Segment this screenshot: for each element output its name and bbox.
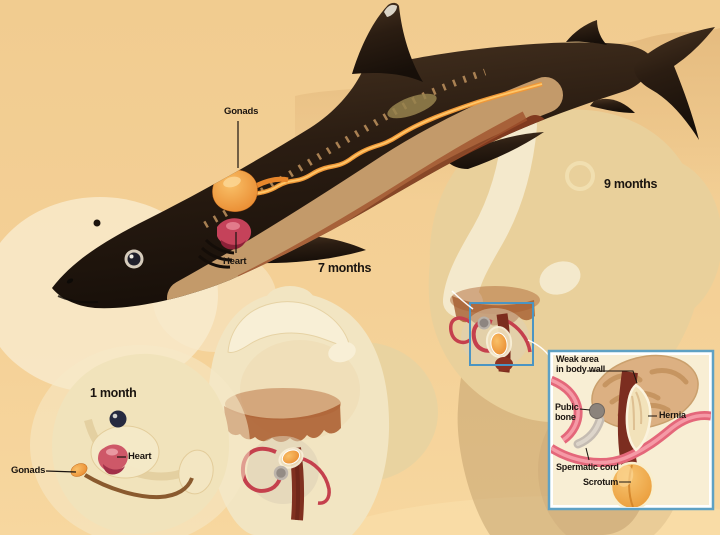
eye-glint bbox=[129, 254, 134, 259]
body-wall-upper-core bbox=[551, 378, 580, 442]
embryo-gonads-label: Gonads bbox=[11, 465, 46, 476]
pubic-bone bbox=[477, 316, 491, 330]
cord-right bbox=[299, 456, 331, 505]
figure-body-extension bbox=[598, 158, 720, 322]
embryo-1-month bbox=[30, 345, 250, 535]
heart-highlight bbox=[106, 448, 118, 456]
heart-highlight bbox=[226, 222, 240, 230]
embryo-gonads-leader bbox=[45, 470, 77, 473]
ear bbox=[565, 161, 595, 191]
hand bbox=[328, 341, 356, 363]
folded-arm bbox=[443, 109, 537, 317]
eye bbox=[109, 410, 127, 428]
dorsal-fin bbox=[352, 2, 423, 82]
dorsal-fin-white-tip bbox=[384, 4, 397, 17]
shark-gonad bbox=[212, 169, 258, 212]
scrotum-highlight bbox=[616, 465, 634, 487]
anal-fin bbox=[590, 98, 635, 113]
embryo-7-months bbox=[207, 286, 438, 535]
inset-scrotum-label: Scrotum bbox=[583, 477, 619, 487]
inset-detail bbox=[547, 349, 715, 511]
pubic-bone bbox=[273, 465, 289, 481]
highlight-box bbox=[469, 302, 534, 366]
inset-hernia-label: Hernia bbox=[659, 410, 686, 420]
pelvic-shading bbox=[225, 388, 341, 420]
stage-label-1-month: 1 month bbox=[90, 386, 137, 400]
inset-spermatic-cord-label: Spermatic cord bbox=[556, 462, 619, 472]
stage-label-7-months: 7 months bbox=[318, 261, 372, 275]
inset-weak-area-label: Weak area in body wall bbox=[556, 354, 606, 375]
gonad bbox=[281, 449, 301, 465]
eye-glint bbox=[112, 413, 118, 419]
leader-lines bbox=[45, 121, 239, 473]
pubic-bone-leader bbox=[579, 408, 591, 411]
shark-heart bbox=[217, 218, 252, 247]
heart-lower bbox=[103, 464, 125, 475]
head-bump bbox=[93, 219, 101, 227]
pelvic-detail-highlight bbox=[449, 286, 551, 373]
shark-heart-label: Heart bbox=[223, 256, 247, 267]
shark-eye bbox=[127, 252, 141, 266]
gill-arcs bbox=[198, 238, 235, 269]
callout-curve-top bbox=[451, 290, 474, 310]
weak-area-leader bbox=[587, 370, 638, 384]
heart bbox=[98, 444, 128, 472]
gonad bbox=[490, 332, 508, 356]
gonad bbox=[70, 463, 88, 477]
inset-artwork bbox=[551, 354, 711, 507]
spermatic-cord-leader bbox=[585, 447, 590, 461]
gonad-highlight bbox=[223, 176, 241, 188]
second-dorsal-fin bbox=[566, 20, 607, 45]
stage-label-9-months: 9 months bbox=[604, 177, 658, 191]
oviduct-band bbox=[167, 77, 563, 309]
cord bbox=[83, 473, 194, 500]
shark-gonads-label: Gonads bbox=[224, 106, 259, 117]
mouth bbox=[57, 295, 99, 304]
pelvic-fin bbox=[448, 132, 544, 169]
cord-outer bbox=[449, 316, 472, 344]
inset-leader-lines bbox=[579, 370, 657, 483]
body-wall-lower-core bbox=[551, 413, 711, 465]
heart-lower bbox=[220, 240, 246, 250]
olive-organ bbox=[387, 93, 437, 119]
bone-band-highlight bbox=[576, 418, 602, 446]
nostril bbox=[66, 278, 74, 284]
pubic-bone bbox=[589, 403, 605, 419]
embryo-heart-label: Heart bbox=[128, 451, 152, 462]
pelvic-fringe bbox=[224, 404, 341, 442]
hand bbox=[539, 261, 581, 295]
caudal-fin bbox=[634, 27, 715, 140]
hernia-streaks bbox=[631, 391, 643, 431]
inset-pubic-bone-label: Pubic bone bbox=[555, 402, 579, 423]
spermatic-cord-loop bbox=[240, 446, 283, 493]
gonad-duct bbox=[254, 176, 289, 189]
spinal-duct-highlight bbox=[224, 83, 543, 201]
